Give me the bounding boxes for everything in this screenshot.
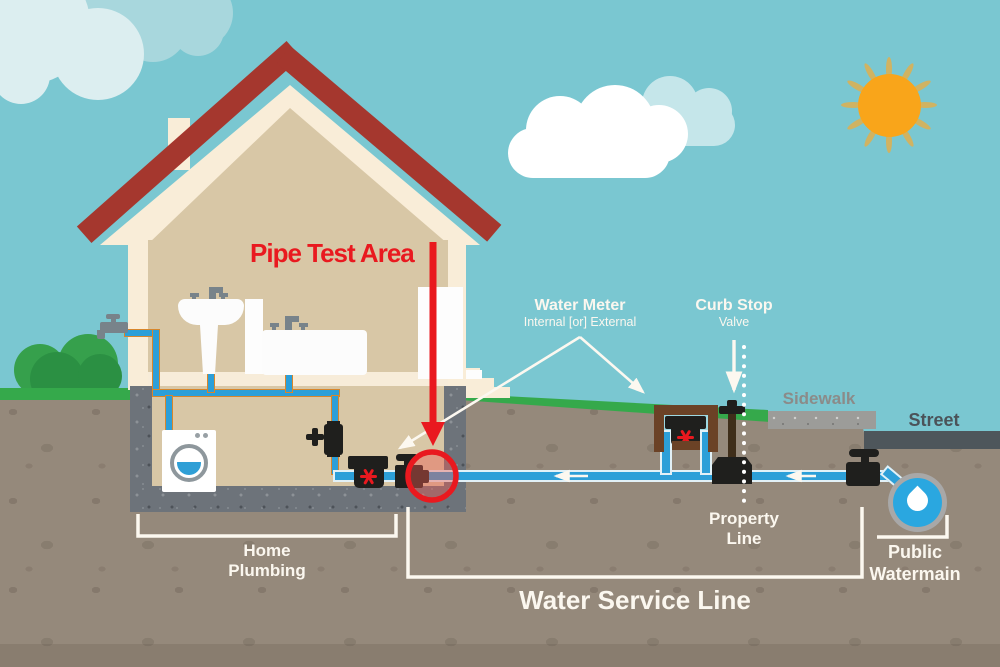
home-plumbing-label: Home Plumbing (228, 541, 306, 581)
pipe-wall-drop (152, 329, 160, 395)
door (418, 287, 463, 379)
sidewalk-label: Sidewalk (782, 389, 856, 408)
sidewalk-slab (768, 411, 876, 429)
floor-strip (148, 372, 448, 388)
service-pipe-main (420, 470, 848, 482)
public-watermain-label: Public Watermain (869, 542, 961, 584)
wall-opening (245, 299, 263, 374)
meter-asterisk-icon (677, 429, 694, 446)
property-line-label: Property Line (709, 509, 779, 549)
foundation-left (130, 386, 152, 512)
soil-lower-band (0, 644, 1000, 667)
sun-rays (841, 53, 937, 158)
water-meter-subtitle: Internal [or] External (523, 315, 637, 330)
pipe-test-area-label: Pipe Test Area (250, 238, 415, 268)
meter-asterisk-icon (360, 468, 377, 485)
grass-left (0, 388, 132, 402)
street-slab (864, 431, 1000, 449)
street-label: Street (908, 410, 960, 430)
curb-stop-label: Curb Stop Valve (654, 296, 814, 330)
curb-stop-title: Curb Stop (695, 297, 773, 314)
water-meter-label: Water Meter Internal [or] External (500, 296, 660, 330)
curb-stop-subtitle: Valve (718, 315, 750, 330)
pipe-washer-drop (165, 395, 173, 432)
water-service-line-label: Water Service Line (519, 585, 751, 615)
water-meter-title: Water Meter (534, 297, 626, 314)
porch-landing (466, 370, 482, 379)
callout-arrow-external-meter (579, 336, 645, 394)
sun-icon (841, 53, 937, 163)
pipe-manifold (152, 389, 340, 397)
